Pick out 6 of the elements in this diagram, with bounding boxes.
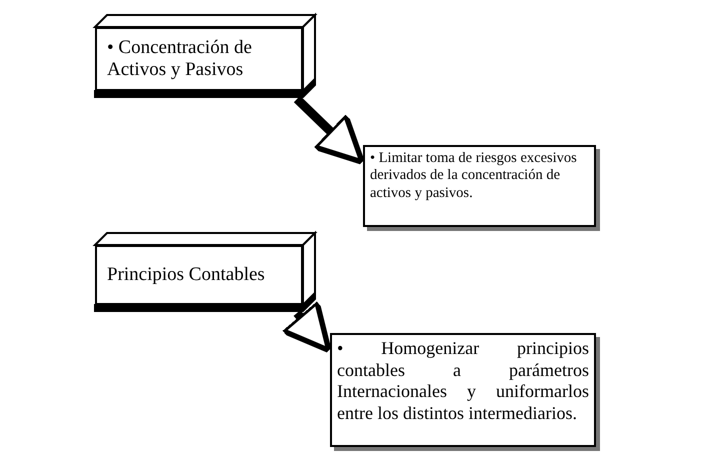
block-arrow <box>294 96 365 165</box>
box-text: Principios Contables <box>107 264 265 286</box>
box-text: • Concentración de Activos y Pasivos <box>107 37 253 81</box>
box-text: • Limitar toma de riesgos excesivos derivados de la concentración de activos y pasivos. <box>370 150 577 201</box>
block-arrow <box>280 298 332 354</box>
box-text: • Homogenizar principios contables a parámetros Internacionales y uniformarlos entre los distintos intermediarios. <box>337 338 589 423</box>
